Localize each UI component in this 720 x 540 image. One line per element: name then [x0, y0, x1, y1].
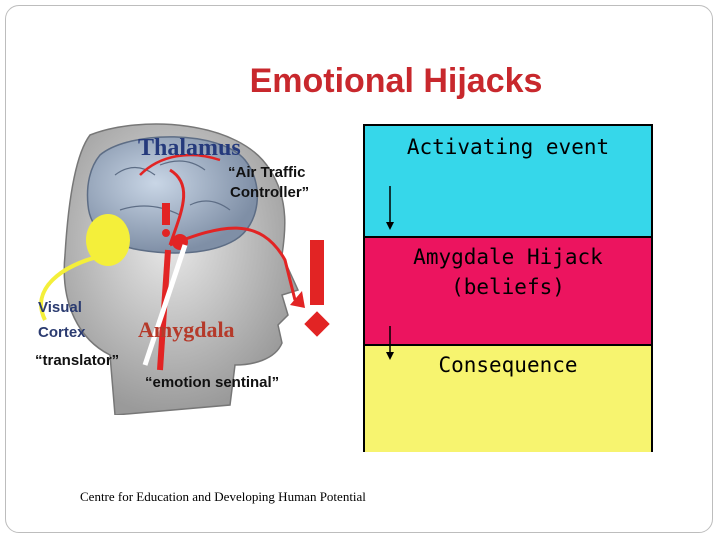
brain-illustration: Thalamus “Air Traffic Controller” Visual… — [20, 115, 355, 415]
down-arrow-icon — [385, 186, 395, 231]
beliefs-label: (beliefs) — [365, 272, 651, 302]
activating-event-box: Activating event — [365, 126, 651, 236]
sentinal-label: “emotion sentinal” — [145, 374, 279, 391]
thalamus-subtitle-2: Controller” — [230, 184, 309, 201]
translator-label: “translator” — [35, 352, 119, 369]
consequence-box: Consequence — [365, 344, 651, 452]
slide-title: Emotional Hijacks — [0, 62, 720, 101]
activating-event-label: Activating event — [365, 132, 651, 162]
thalamus-label: Thalamus — [138, 135, 241, 161]
flow-diagram: Activating event Amygdale Hijack (belief… — [363, 124, 653, 452]
amygdale-hijack-box: Amygdale Hijack (beliefs) — [365, 236, 651, 344]
down-arrow-icon — [385, 326, 395, 361]
cortex-label: Cortex — [38, 324, 86, 341]
thalamus-subtitle-1: “Air Traffic — [228, 164, 306, 181]
footer-credit: Centre for Education and Developing Huma… — [80, 488, 370, 506]
visual-label: Visual — [38, 299, 82, 316]
exclamation-icon — [310, 240, 324, 305]
amygdala-label: Amygdala — [138, 317, 235, 342]
consequence-label: Consequence — [365, 350, 651, 380]
amygdale-hijack-label: Amygdale Hijack — [365, 242, 651, 272]
